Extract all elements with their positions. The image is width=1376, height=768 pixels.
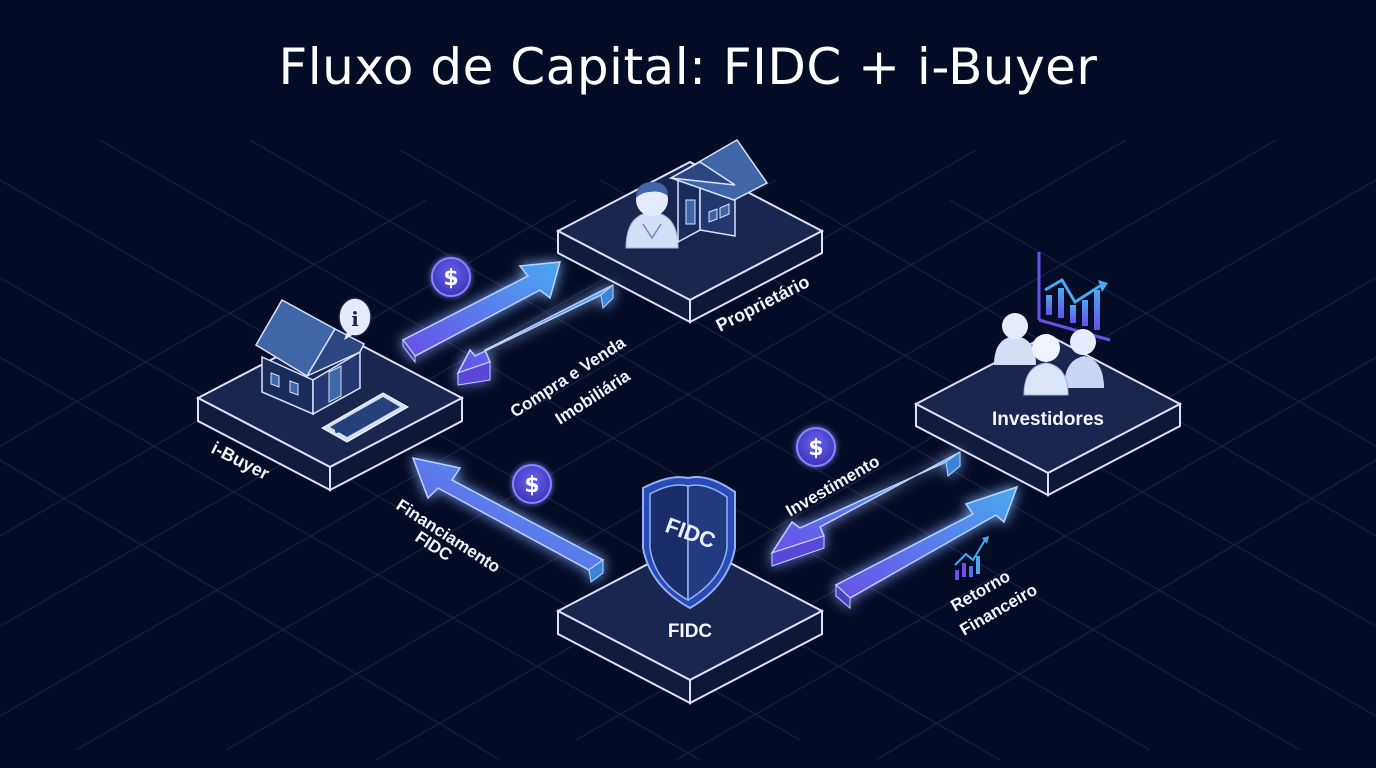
flow-retorno[interactable]	[834, 485, 1019, 610]
arrow-to-ibuyer	[456, 283, 614, 386]
tablet-icon	[320, 392, 410, 443]
svg-text:Investimento: Investimento	[783, 452, 883, 521]
label-retorno: Retorno Financeiro	[948, 566, 1041, 639]
svg-text:$: $	[524, 473, 539, 498]
coin-compra-venda: $	[431, 257, 471, 297]
arrow-to-proprietario	[401, 261, 562, 364]
node-investidores[interactable]: Investidores	[913, 252, 1183, 497]
arrow-to-ibuyer-financing	[411, 456, 605, 583]
flow-investimento[interactable]	[770, 451, 961, 567]
house-icon	[668, 139, 769, 244]
node-ibuyer[interactable]: i i-Buyer	[195, 297, 465, 492]
svg-text:i: i	[351, 307, 359, 331]
shield-icon: FIDC	[642, 476, 736, 610]
node-proprietario[interactable]: Proprietário	[555, 139, 825, 336]
page-title: Fluxo de Capital: FIDC + i-Buyer	[278, 38, 1098, 96]
growth-chart-icon	[1037, 252, 1111, 342]
label-compra-venda: Compra e Venda Imobiliária	[507, 333, 634, 429]
coin-financiamento: $	[512, 464, 552, 504]
node-label-fidc: FIDC	[668, 621, 713, 642]
arrow-to-fidc	[770, 451, 961, 567]
svg-text:$: $	[808, 436, 823, 461]
person-icon	[625, 182, 679, 249]
info-bubble-icon: i	[338, 297, 372, 340]
arrow-to-investidores	[834, 485, 1019, 610]
house-icon	[254, 298, 366, 416]
mini-growth-chart-icon	[954, 536, 989, 580]
node-fidc[interactable]: FIDC FIDC	[555, 476, 825, 705]
node-label-investidores: Investidores	[992, 409, 1104, 430]
flow-financiamento[interactable]	[411, 456, 605, 583]
flow-compra-venda[interactable]	[401, 261, 614, 386]
people-group-icon	[994, 313, 1104, 396]
coin-investimento: $	[796, 427, 836, 467]
svg-text:$: $	[443, 266, 458, 291]
label-investimento: Investimento	[783, 452, 883, 521]
